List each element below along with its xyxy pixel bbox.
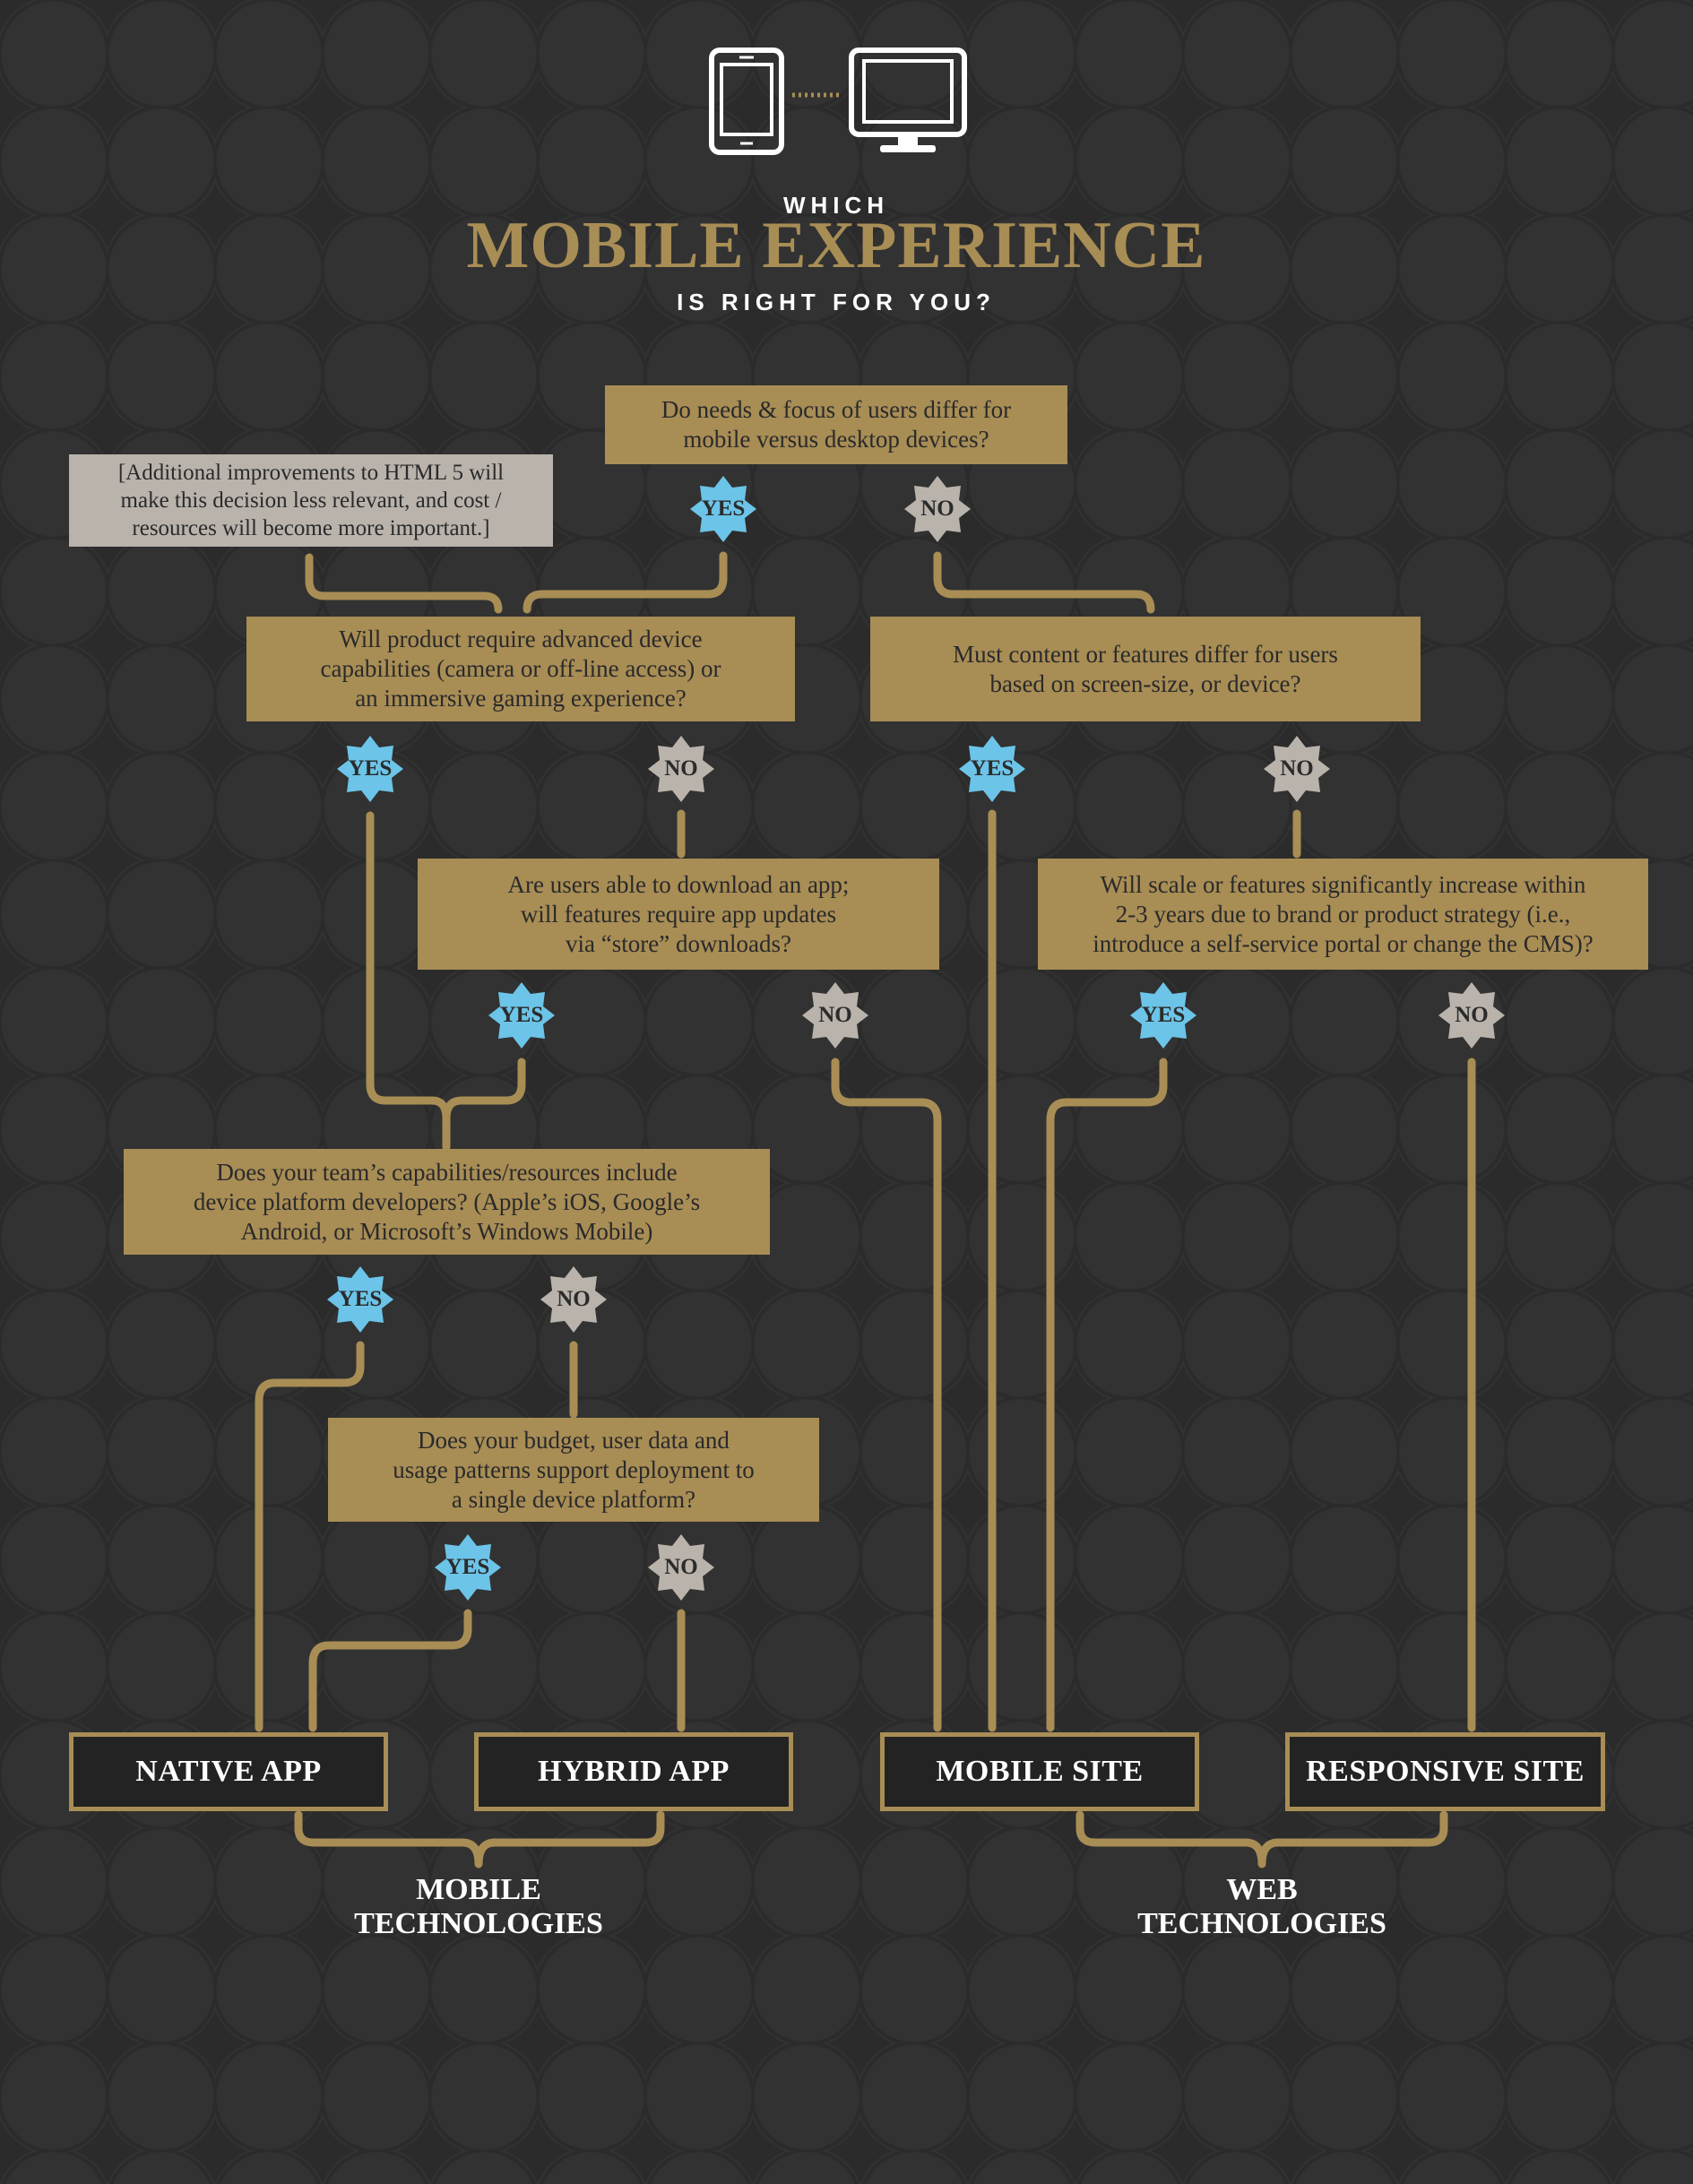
page-title: MOBILE EXPERIENCE <box>466 209 1206 282</box>
html5-note: [Additional improvements to HTML 5 will … <box>69 454 553 547</box>
q3-yes-badge: YES <box>959 736 1025 802</box>
q1-yes-label: YES <box>701 496 746 521</box>
q4-no-badge: NO <box>802 982 868 1049</box>
connector-q6-yes-to-native-app <box>255 1341 365 1732</box>
q7-no-label: NO <box>664 1555 698 1579</box>
outcome-native-app: NATIVE APP <box>69 1732 388 1811</box>
connector-note-to-q2 <box>305 553 503 614</box>
dotted-link-icon <box>790 88 844 98</box>
group-label-mobile-text: MOBILE TECHNOLOGIES <box>354 1873 603 1940</box>
desktop-monitor-icon <box>848 47 968 156</box>
q4-no-label: NO <box>818 1003 852 1027</box>
connector-q4-no-to-mobile-site <box>831 1057 942 1732</box>
title-which: WHICH <box>782 192 890 219</box>
q7-no-badge: NO <box>648 1534 714 1601</box>
group-label-web-text: WEB TECHNOLOGIES <box>1137 1873 1386 1940</box>
question-scale-features-increase: Will scale or features significantly inc… <box>1038 859 1648 970</box>
bracket-web-technologies <box>1075 1810 1448 1869</box>
tablet-icon <box>708 47 785 156</box>
q4-yes-label: YES <box>499 1003 544 1027</box>
outcome-hybrid-app: HYBRID APP <box>474 1732 793 1811</box>
group-label-web-technologies: WEB TECHNOLOGIES <box>1083 1873 1441 1941</box>
q3-yes-label: YES <box>970 756 1015 781</box>
q2-no-badge: NO <box>648 736 714 802</box>
outcome-mobile-site: MOBILE SITE <box>880 1732 1199 1811</box>
connector-q4-yes-to-q6 <box>442 1057 526 1123</box>
q3-no-label: NO <box>1280 756 1314 781</box>
q2-no-label: NO <box>664 756 698 781</box>
question-user-needs-differ: Do needs & focus of users differ for mob… <box>605 385 1067 464</box>
q6-yes-label: YES <box>338 1287 383 1311</box>
question-budget-single-platform: Does your budget, user data and usage pa… <box>328 1418 819 1522</box>
group-label-mobile-technologies: MOBILE TECHNOLOGIES <box>299 1873 658 1941</box>
q7-yes-badge: YES <box>435 1534 501 1601</box>
q6-no-badge: NO <box>540 1266 607 1333</box>
q5-yes-badge: YES <box>1130 982 1196 1049</box>
connector-q7-yes-to-native-app <box>308 1609 472 1732</box>
q5-yes-label: YES <box>1141 1003 1186 1027</box>
question-team-platform-developers: Does your team’s capabilities/resources … <box>124 1149 770 1255</box>
q5-no-badge: NO <box>1438 982 1505 1049</box>
q1-no-badge: NO <box>904 476 971 542</box>
q7-yes-label: YES <box>445 1555 490 1579</box>
outcome-responsive-site: RESPONSIVE SITE <box>1285 1732 1605 1811</box>
q6-no-label: NO <box>557 1287 591 1311</box>
connector-q5-yes-to-mobile-site <box>1046 1057 1168 1732</box>
question-advanced-capabilities: Will product require advanced device cap… <box>246 617 795 721</box>
q2-yes-badge: YES <box>337 736 403 802</box>
connector-q1-no-to-q3 <box>933 551 1155 614</box>
q5-no-label: NO <box>1455 1003 1489 1027</box>
q1-yes-badge: YES <box>690 476 756 542</box>
connector-q1-yes-to-q2 <box>523 551 728 614</box>
q4-yes-badge: YES <box>488 982 555 1049</box>
question-content-differ-by-device: Must content or features differ for user… <box>870 617 1421 721</box>
bracket-mobile-technologies <box>294 1810 665 1869</box>
q6-yes-badge: YES <box>327 1266 393 1333</box>
question-users-download-app: Are users able to download an app; will … <box>418 859 939 970</box>
q3-no-badge: NO <box>1264 736 1330 802</box>
q2-yes-label: YES <box>348 756 393 781</box>
title-subtitle: IS RIGHT FOR YOU? <box>677 289 996 315</box>
q1-no-label: NO <box>920 496 954 521</box>
